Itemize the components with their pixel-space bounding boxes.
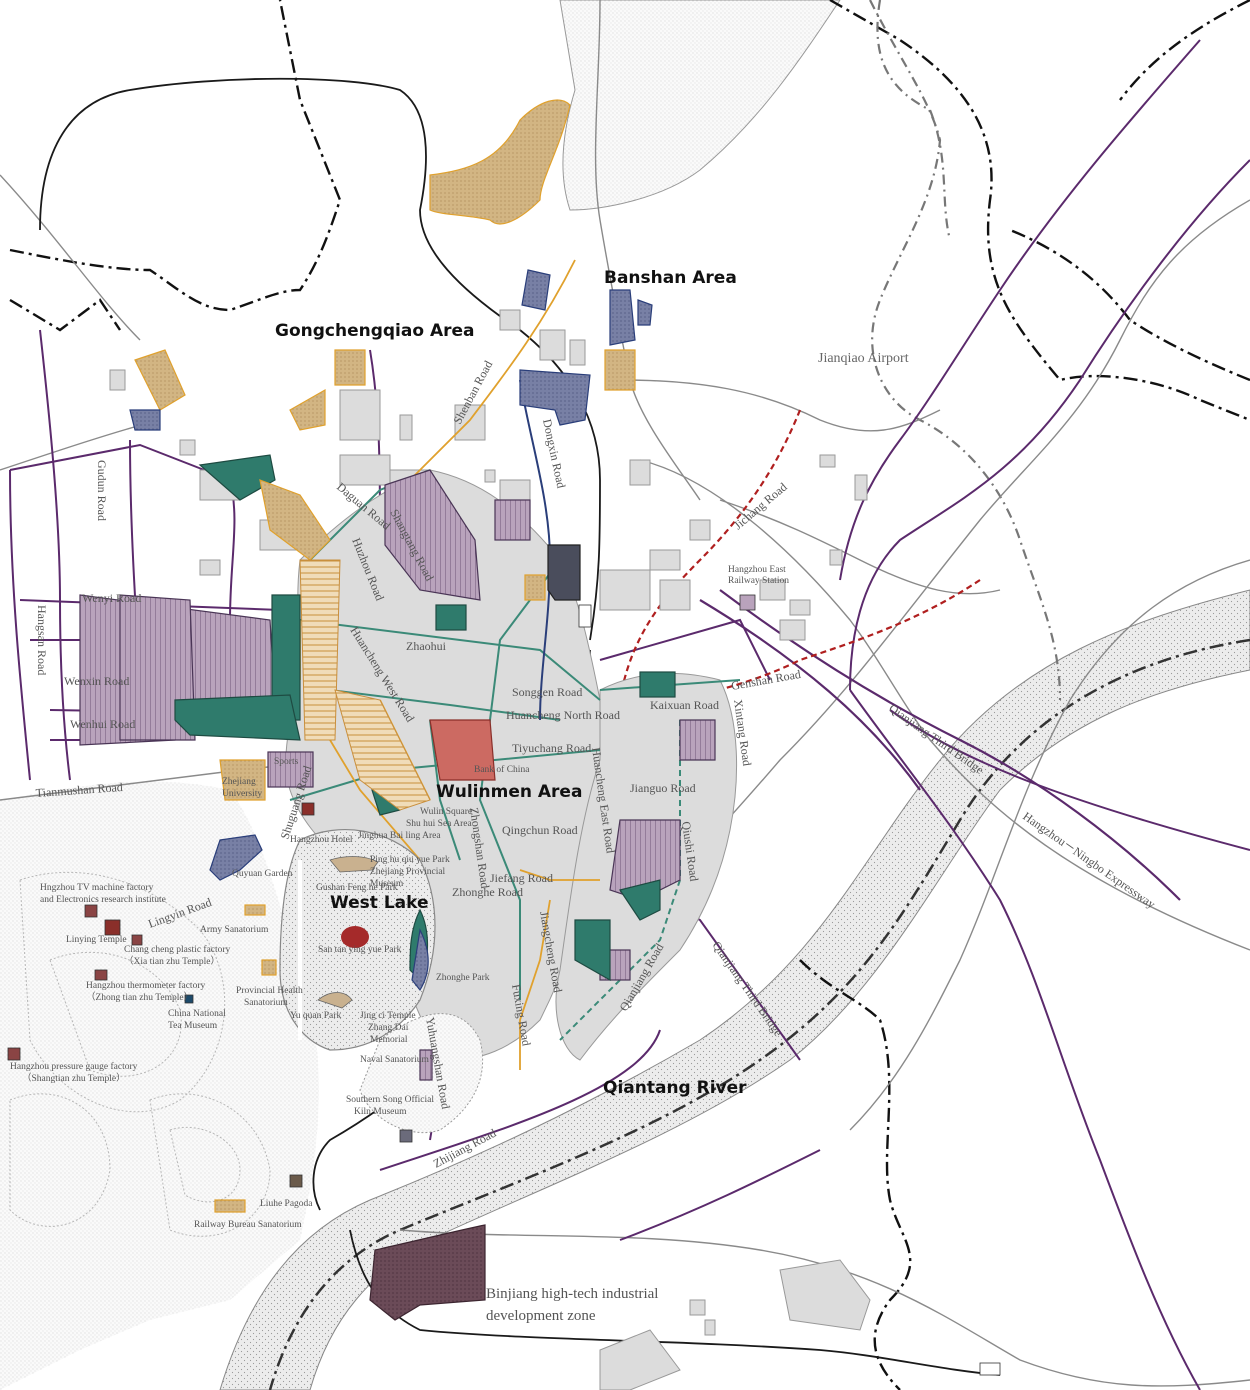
poi-plastic-factory-1: Chang cheng plastic factory	[124, 944, 231, 955]
road-label-tianmushan: Tianmushan Road	[35, 780, 123, 800]
road-label-dongxin: Dongxin Road	[540, 418, 568, 490]
poi-tv-factory-1: Hngzhou TV machine factory	[40, 882, 154, 893]
road-label-wenxin: Wenxin Road	[64, 674, 129, 688]
poi-markers	[7, 594, 1001, 1376]
poi-memorial: Memorial	[370, 1035, 408, 1045]
poi-zhonghe: Zhonghe Park	[436, 973, 490, 983]
road-label-wenhui: Wenhui Road	[70, 717, 135, 731]
road-label-qingchun: Qingchun Road	[502, 823, 578, 837]
road-label-zhonghe-h: Zhonghe Road	[452, 885, 523, 899]
poi-naval-sanatorium: Naval Sanatorium	[360, 1055, 429, 1065]
qiantang-river-label: Qiantang River	[603, 1078, 747, 1098]
gray-dashed	[869, 0, 1062, 701]
poi-thermometer-2: （Zhong tian zhu Temple）	[86, 991, 193, 1003]
poi-bank: Bank of China	[474, 764, 530, 775]
binjiang-zone	[369, 1224, 486, 1321]
poi-yuquan: Yu quan Park	[290, 1011, 341, 1021]
western-hills	[0, 781, 319, 1390]
poi-jingci: Jing ci Temple	[360, 1011, 416, 1021]
banshan-area-label: Banshan Area	[604, 268, 737, 288]
poi-gushan: Gushan Feng he Park	[316, 883, 398, 893]
poi-railway-sanatorium: Railway Bureau Sanatorium	[194, 1220, 302, 1230]
road-label-huancheng-north: Huancheng North Road	[506, 708, 620, 722]
road-label-jiefang: Jiefang Road	[490, 871, 553, 885]
poi-pinghu-2: Zhejiang Provincial	[370, 867, 446, 877]
road-label-kaixuan: Kaixuan Road	[650, 698, 719, 712]
east-station-label-2: Railway Station	[728, 576, 789, 586]
tan-zones	[134, 99, 636, 1213]
road-label-jichang: Jichang Road	[731, 480, 790, 533]
airport-label: Jianqiao Airport	[818, 351, 909, 366]
binjiang-label-1: Binjiang high-tech industrial	[486, 1286, 658, 1302]
poi-plastic-factory-2: （Xia tian zhu Temple）	[124, 955, 220, 967]
poi-sanyin: San tan ying yue Park	[318, 945, 402, 955]
poi-tea-museum-1: China National	[168, 1009, 226, 1019]
road-label-zhaohui: Zhaohui	[406, 639, 447, 653]
wulinmen-area-label: Wulinmen Area	[436, 782, 582, 802]
red-zones	[429, 719, 496, 781]
poi-southern-song-2: Kiln Museum	[354, 1107, 407, 1117]
poi-tea-museum-2: Tea Museum	[168, 1021, 218, 1031]
road-label-wenyi: Wenyi Road	[82, 591, 141, 605]
poi-pressure-1: Hangzhou pressure gauge factory	[10, 1061, 138, 1072]
poi-army-sanatorium: Army Sanatorium	[200, 925, 269, 935]
west-lake-label: West Lake	[330, 893, 429, 913]
gongchengqiao-area-label: Gongchengqiao Area	[275, 321, 475, 341]
expressway	[699, 589, 1181, 901]
road-label-gudun: Gudun Road	[95, 460, 109, 521]
road-label-songgen: Songgen Road	[512, 685, 582, 699]
poi-provincial-sanatorium-2: Sanatorium	[244, 998, 288, 1008]
poi-southern-song-1: Southern Song Official	[346, 1094, 434, 1105]
road-label-jianguo: Jianguo Road	[630, 781, 696, 795]
poi-pressure-2: （Shangtian zhu Temple）	[22, 1072, 126, 1084]
poi-liuhe: Liuhe Pagoda	[260, 1199, 313, 1209]
poi-sports: Sports	[274, 757, 299, 767]
poi-square-1: Wulin Square	[420, 807, 472, 817]
binjiang-label-2: development zone	[486, 1308, 596, 1324]
east-station-label-1: Hangzhou East	[728, 565, 786, 575]
road-label-hangsan: Hangsan Road	[35, 605, 49, 675]
poi-provincial-sanatorium-1: Provincial Health	[236, 986, 303, 996]
poi-jinghua: Jinghua Bai ling Area	[358, 831, 441, 841]
poi-square-2: Shu hui Sea Area	[406, 819, 472, 829]
poi-thermometer-1: Hangzhou thermometer factory	[86, 980, 205, 991]
road-label-tiyuchang: Tiyuchang Road	[512, 741, 591, 755]
poi-lingyin-temple: Linying Temple	[66, 935, 127, 945]
west-lake	[279, 829, 436, 1051]
qiantang-river	[219, 589, 1250, 1390]
poi-quyuan-garden: Quyuan Garden	[232, 869, 293, 879]
poi-zhejiang-univ-2: University	[222, 789, 262, 799]
poi-pinghu-1: Ping hu qiu yue Park	[370, 855, 450, 865]
poi-zhejiang-univ-1: Zhejiang	[222, 777, 256, 787]
northern-river	[559, 0, 841, 211]
dark-zones	[547, 544, 581, 601]
blue-zones	[129, 269, 653, 992]
poi-tv-factory-2: and Electronics research institute	[40, 895, 166, 905]
poi-pinghu-3: Museum	[370, 879, 404, 889]
tan-hatch-zones	[299, 559, 431, 811]
poi-hangzhou-hotel: Hangzhou Hotel	[290, 835, 353, 845]
admin-boundaries	[9, 0, 1250, 1390]
poi-zhangdai: Zhang Dai	[368, 1023, 409, 1033]
